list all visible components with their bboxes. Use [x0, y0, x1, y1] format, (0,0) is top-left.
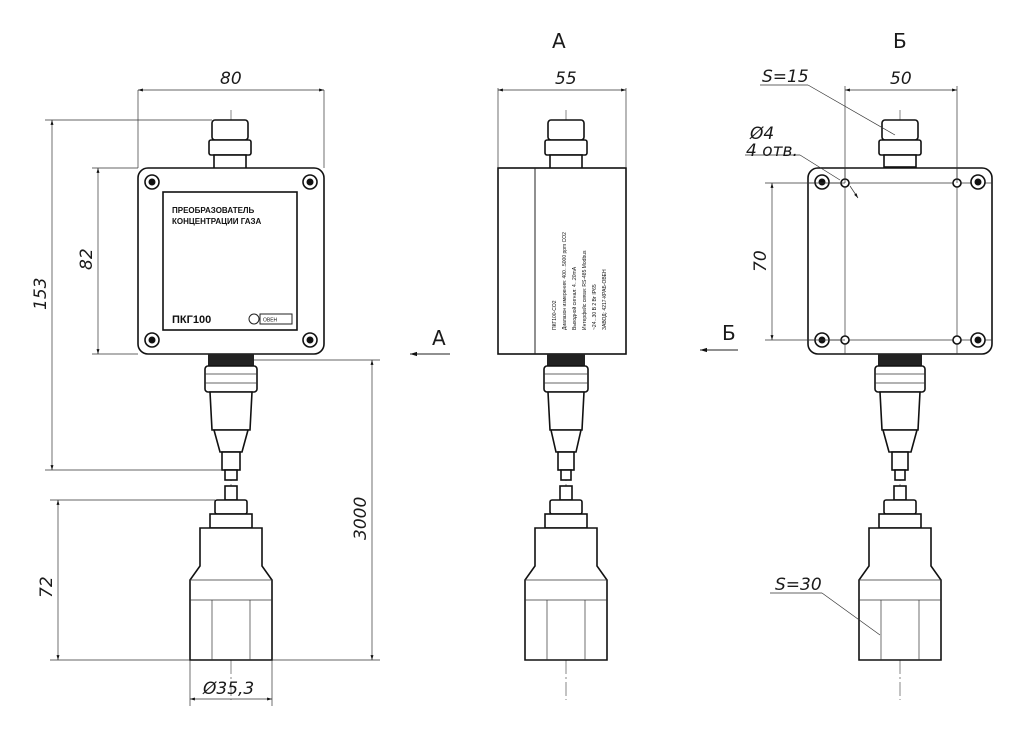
logo-icon: ОВЕН: [248, 313, 293, 325]
plate-model: ПКГ100: [172, 314, 211, 326]
dim-front-height-box: 82: [77, 248, 97, 270]
dim-front-height-total: 153: [31, 278, 51, 310]
svg-text:Б: Б: [722, 321, 736, 345]
dim-rear-width: 50: [890, 69, 912, 89]
front-label-plate: [162, 191, 298, 331]
plate-line-1: ПРЕОБРАЗОВАТЕЛЬ: [172, 206, 255, 215]
side-view-title: А: [552, 29, 566, 53]
side-view: А ПКГ100-CO2 Диапазон измерения: 400...5…: [497, 29, 627, 700]
dim-rear-holes: 70: [751, 250, 771, 272]
front-view: ПРЕОБРАЗОВАТЕЛЬ КОНЦЕНТРАЦИИ ГАЗА ПКГ100…: [31, 69, 380, 706]
svg-text:ОВЕН: ОВЕН: [263, 318, 278, 324]
svg-text:~24...30 В 2 Вт IP65: ~24...30 В 2 Вт IP65: [592, 284, 598, 330]
leader-sensor-wrench: S=30: [775, 575, 822, 595]
svg-text:Интерфейс связи: RS-485 Modbus: Интерфейс связи: RS-485 Modbus: [581, 250, 588, 330]
dim-sensor-diameter: Ø35,3: [202, 679, 254, 699]
section-arrow-a: А: [410, 326, 450, 357]
dim-cable-length: 3000: [351, 497, 371, 540]
dim-sensor-height: 72: [37, 576, 57, 598]
dim-front-width: 80: [220, 69, 242, 89]
screw-icon: [144, 174, 318, 348]
leader-hole-diameter: Ø4: [749, 124, 774, 144]
plate-line-2: КОНЦЕНТРАЦИИ ГАЗА: [172, 217, 262, 226]
leader-gland-wrench: S=15: [762, 67, 809, 87]
section-arrow-b: Б: [700, 321, 738, 353]
leader-hole-count: 4 отв.: [746, 141, 798, 161]
rear-view: Б: [745, 29, 993, 700]
rear-enclosure: [807, 167, 993, 355]
svg-text:Диапазон измерения: 400...5000: Диапазон измерения: 400...5000 ppm CO2: [562, 232, 568, 330]
dim-side-width: 55: [555, 69, 577, 89]
svg-text:ЗАВОД: 4217-КРАБ-ОВЕН: ЗАВОД: 4217-КРАБ-ОВЕН: [602, 269, 608, 330]
svg-text:Выходной сигнал: 4...20mA: Выходной сигнал: 4...20mA: [571, 266, 578, 330]
rear-view-title: Б: [893, 29, 907, 53]
svg-text:А: А: [432, 326, 446, 350]
side-label: ПКГ100-CO2 Диапазон измерения: 400...500…: [552, 232, 608, 330]
svg-text:ПКГ100-CO2: ПКГ100-CO2: [552, 300, 558, 330]
